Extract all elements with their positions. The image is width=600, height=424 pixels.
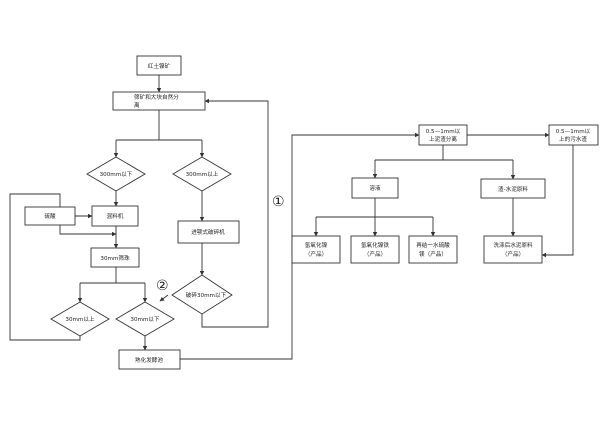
node-label-line2: 离 — [134, 101, 140, 109]
node-label: 红土镍矿 — [148, 62, 171, 70]
node-30mm-screen: 30mm筛珠 — [90, 247, 140, 268]
decision-label: 30mm以上 — [65, 315, 95, 323]
node-label-line1: 洗涤后水泥原料 — [493, 241, 533, 249]
node-label-line2: 上的污水渣 — [559, 135, 587, 143]
node-label: 进颚式破碎机 — [191, 228, 225, 236]
edge-solution-split — [316, 198, 433, 218]
node-product-nickel-hydroxide: 氢氧化镍 （产品） — [291, 235, 341, 264]
node-slag-cement: 渣-水泥原料 — [480, 178, 546, 199]
node-label-line2: （产品） — [502, 250, 524, 258]
edge-d30-crushed-to-d30-below — [159, 294, 169, 302]
node-label-line1: 0.5—1mm以 — [556, 129, 591, 135]
node-jaw-crusher: 进颚式破碎机 — [177, 220, 240, 244]
node-label-line1: 筛矿和大块自然分 — [134, 93, 179, 101]
decision-30mm-above: 30mm以上 — [50, 301, 110, 337]
node-mixer: 混料机 — [91, 205, 139, 227]
edge-screen-split — [116, 110, 202, 141]
node-label-line1: 0.5—1mm以 — [426, 129, 461, 135]
node-label-line1: 氢氧化镍铁 — [361, 241, 389, 249]
edge-d30-crushed-loop-to-screen — [201, 98, 269, 328]
node-label: 30mm筛珠 — [100, 254, 130, 262]
decision-label: 300mm以下 — [100, 171, 133, 178]
node-label: 熟化发酵池 — [135, 356, 163, 364]
decision-label: 30mm以下 — [130, 316, 160, 323]
decision-crushed-30mm-below: 破碎30mm以下 — [171, 274, 233, 315]
node-product-magnesium-sulfate: 再结一水硫酸 镁（产品） — [408, 235, 458, 264]
node-sulfuric-acid: 硫酸 — [24, 206, 76, 226]
decision-label: 300mm以上 — [186, 170, 219, 178]
decision-30mm-below: 30mm以下 — [115, 301, 175, 337]
node-label-line2: 镁（产品） — [419, 250, 447, 258]
edge-d30-above-loop-to-mixer — [9, 193, 117, 341]
node-label-line2: （产品） — [305, 250, 327, 258]
node-product-washed-cement: 洗涤后水泥原料 （产品） — [483, 235, 543, 264]
node-label: 渣-水泥原料 — [498, 185, 528, 193]
node-curing-tank: 熟化发酵池 — [118, 349, 181, 370]
decision-300mm-above: 300mm以上 — [172, 156, 232, 192]
node-slime-separation: 0.5—1mm以 上泥渣分离 — [418, 124, 468, 146]
edge-pile-split — [80, 267, 145, 284]
node-solution: 溶液 — [351, 177, 399, 199]
node-laterite-ore: 红土镍矿 — [136, 55, 182, 76]
node-label: 溶液 — [369, 184, 381, 192]
node-wastewater-slag: 0.5—1mm以 上的污水渣 — [548, 124, 599, 146]
decision-label: 破碎30mm以下 — [186, 291, 227, 299]
decision-300mm-below: 300mm以下 — [86, 156, 146, 192]
node-product-nickel-iron-hydroxide: 氢氧化镍铁 （产品） — [350, 235, 400, 264]
node-label: 混料机 — [107, 212, 124, 220]
edges — [9, 75, 574, 360]
node-label-line1: 氢氧化镍 — [305, 241, 328, 249]
edge-sep2-to-p4 — [541, 145, 574, 258]
marker-2: ② — [156, 278, 169, 294]
edge-sep1-split — [375, 145, 513, 161]
node-label-line1: 再结一水硫酸 — [416, 241, 450, 249]
node-label-line2: （产品） — [364, 250, 386, 258]
node-screening: 筛矿和大块自然分 离 — [112, 91, 206, 111]
node-label-line2: 上泥渣分离 — [429, 135, 457, 143]
node-label: 硫酸 — [44, 212, 56, 220]
marker-1: ① — [272, 194, 285, 210]
